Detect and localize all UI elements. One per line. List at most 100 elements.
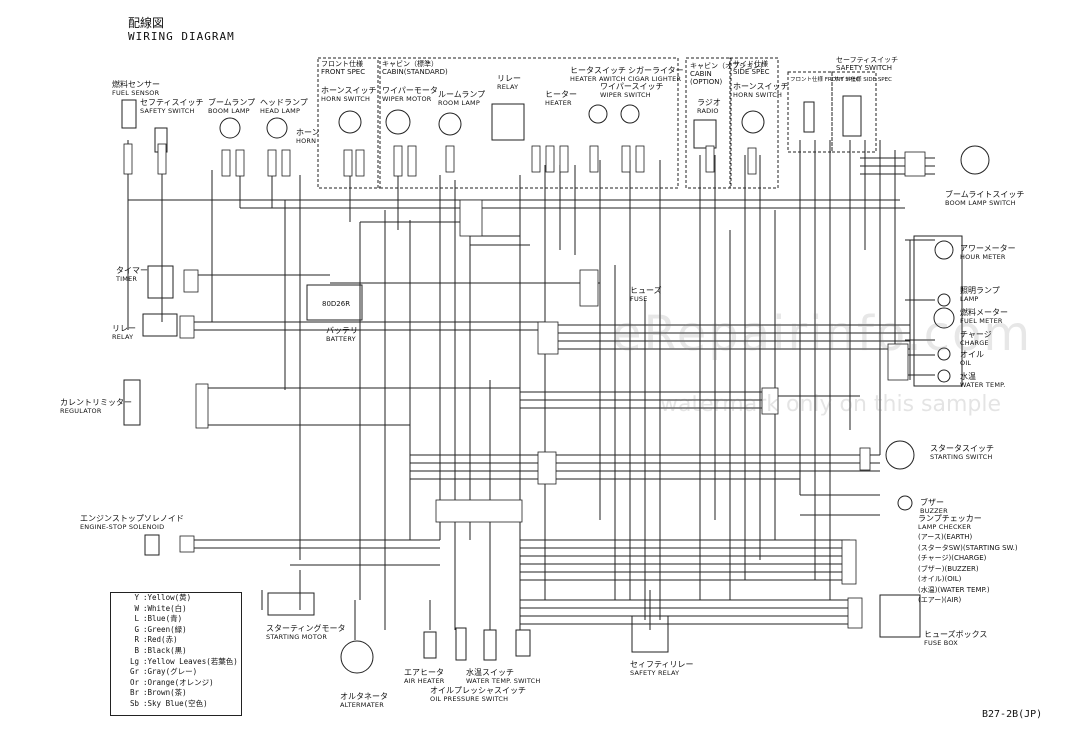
lamp-checker-item: (スタータSW)(STARTING SW.) — [918, 543, 1018, 552]
connector-block — [847, 597, 863, 629]
title-en: WIRING DIAGRAM — [128, 30, 235, 43]
legend-row: R: Red(赤) — [111, 635, 241, 646]
legend-code: R — [134, 635, 139, 645]
connector-block — [281, 149, 291, 177]
connector-block — [747, 147, 757, 175]
lamp-checker-item: (チャージ)(CHARGE) — [918, 554, 987, 562]
connector-block — [459, 199, 483, 237]
front-spec2-label: フロント仕様 FRONT SPEC — [790, 77, 860, 83]
legend-color: Brown(茶) — [147, 688, 187, 698]
legend-row: Y: Yellow(黄) — [111, 593, 241, 604]
lamp-checker-item: (オイル)(OIL) — [918, 575, 962, 583]
connector-block — [621, 145, 631, 173]
connector-block — [435, 499, 523, 523]
connector-block — [183, 269, 199, 293]
connector-block — [355, 149, 365, 177]
legend-row: Lg: Yellow Leaves(若葉色) — [111, 657, 241, 668]
legend-code: Br — [129, 688, 139, 698]
legend-code: Lg — [129, 656, 139, 666]
legend-row: G: Green(緑) — [111, 625, 241, 636]
legend-code: Or — [129, 677, 139, 687]
title-jp: 配線図 — [128, 16, 165, 30]
connector-block — [579, 269, 599, 307]
connector-block — [179, 535, 195, 553]
connector-block — [407, 145, 417, 177]
connector-block — [195, 383, 209, 429]
legend-color: Green(緑) — [147, 624, 187, 634]
legend-color: Black(黒) — [147, 645, 187, 655]
legend-color: Yellow(黄) — [147, 593, 192, 602]
connector-block — [221, 149, 231, 177]
watermark: eRepairinfo.com — [612, 306, 1033, 362]
connector-block — [545, 145, 555, 173]
cabin-option-label: キャビン（オプション）CABIN(OPTION) — [690, 62, 767, 86]
legend-code: G — [134, 624, 139, 634]
connector-block — [531, 145, 541, 173]
legend-color: Yellow Leaves(若葉色) — [147, 656, 238, 666]
side-spec2-label: サイド仕様 SIDE SPEC — [834, 77, 892, 83]
connector-block — [705, 145, 715, 173]
connector-block — [887, 343, 909, 381]
connector-block — [537, 451, 557, 485]
connector-block — [123, 143, 133, 175]
legend-code: Gr — [129, 667, 139, 677]
legend-code: Sb — [129, 698, 139, 708]
legend-row: B: Black(黒) — [111, 646, 241, 657]
connector-block — [635, 145, 645, 173]
legend-row: L: Blue(青) — [111, 614, 241, 625]
connector-block — [267, 149, 277, 177]
legend-row: W: White(白) — [111, 604, 241, 615]
connector-block — [761, 387, 779, 415]
watermark-sub: watermark only on this sample — [660, 392, 1002, 417]
legend-row: Br: Brown(茶) — [111, 688, 241, 699]
legend-color: Red(赤) — [147, 635, 178, 645]
lamp-checker-item: (水温)(WATER TEMP.) — [918, 585, 990, 594]
legend-color: Gray(グレー) — [147, 667, 198, 677]
color-legend: Y: Yellow(黄)W: White(白)L: Blue(青)G: Gree… — [110, 592, 242, 716]
lamp-checker-item: (アース)(EARTH) — [918, 533, 973, 541]
legend-color: White(白) — [147, 603, 187, 613]
connector-block — [537, 321, 559, 355]
legend-color: Sky Blue(空色) — [147, 698, 208, 708]
connector-block — [343, 149, 353, 177]
legend-code: W — [134, 603, 139, 613]
connector-block — [904, 151, 926, 177]
connector-block — [157, 143, 167, 175]
cabin-std-label: キャビン（標準）CABIN(STANDARD) — [382, 60, 448, 76]
